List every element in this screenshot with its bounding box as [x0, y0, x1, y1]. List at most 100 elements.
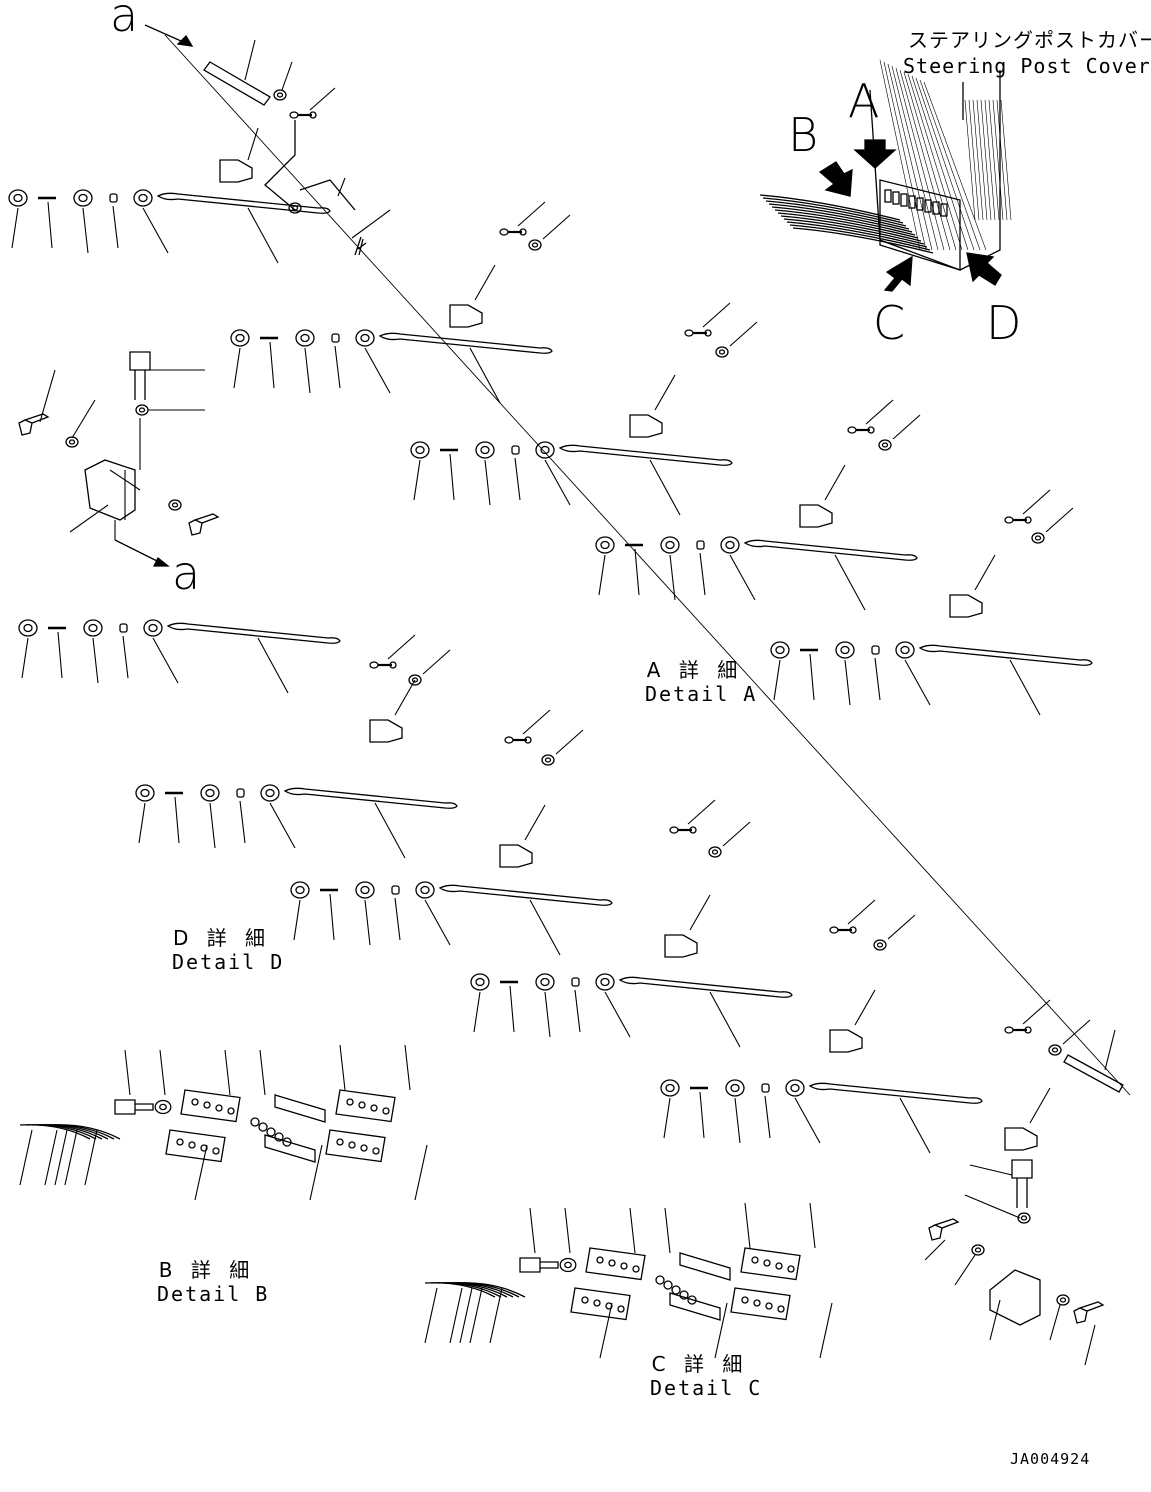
terminal-nut: [266, 1127, 276, 1137]
ball-joint: [849, 926, 857, 934]
ball-joint: [369, 661, 379, 669]
leader-line: [84, 1129, 98, 1186]
ref-mark-left: a: [172, 546, 201, 600]
terminal-nut: [663, 1280, 673, 1290]
washer-bore: [544, 757, 552, 763]
leader-line: [599, 1302, 613, 1359]
nut: [595, 536, 615, 554]
leader-line: [112, 205, 119, 249]
bolt: [664, 934, 698, 958]
connector-pin: [884, 189, 892, 203]
wire-harness: [777, 212, 919, 239]
leader-line: [387, 634, 416, 660]
washer: [528, 239, 542, 251]
leader-line: [1009, 659, 1041, 716]
leader-line: [209, 802, 216, 849]
terminal-hole: [203, 1101, 211, 1109]
pin-shaft: [203, 61, 271, 106]
detail-c-en: Detail C: [650, 1376, 763, 1400]
leader-line: [744, 1202, 751, 1249]
nut-bore: [540, 977, 550, 987]
nut-bore: [790, 1083, 800, 1093]
leader-line: [394, 897, 401, 941]
bolt: [519, 1257, 559, 1273]
leader-line: [904, 659, 931, 706]
leader-line: [424, 899, 451, 946]
bolt: [219, 159, 253, 183]
ball-joint: [704, 329, 712, 337]
terminal-nut: [258, 1122, 268, 1132]
column-hatch: [923, 81, 987, 251]
nut: [835, 641, 855, 659]
nut-bore: [78, 193, 88, 203]
detail-b-jp: B 詳 細: [158, 1258, 256, 1282]
column-hatch: [911, 75, 969, 251]
nut-bore: [235, 333, 245, 343]
wire-lead: [454, 1282, 526, 1298]
leader-line: [424, 1287, 438, 1344]
nut: [355, 881, 375, 899]
terminal-nut: [274, 1132, 284, 1142]
leader-line: [138, 802, 146, 844]
leader-line: [19, 1129, 33, 1186]
terminal-hole: [360, 1144, 368, 1152]
washer-bore: [974, 1247, 982, 1253]
nut: [143, 619, 163, 637]
cover-label-jp: ステアリングポストカバー: [908, 28, 1151, 52]
leader-line: [422, 649, 451, 675]
leader-line: [522, 709, 551, 735]
bolt: [949, 594, 983, 618]
washer-bore: [171, 502, 179, 508]
leader-line: [194, 1144, 208, 1201]
wire-harness: [768, 203, 910, 230]
column-hatch: [919, 79, 981, 251]
ball-joint: [689, 826, 697, 834]
ball-joint: [847, 426, 857, 434]
leader-line: [1049, 1304, 1061, 1341]
terminal-nut: [282, 1137, 292, 1147]
nut-bore: [140, 788, 150, 798]
leader-line: [233, 347, 241, 389]
leader-line: [809, 1202, 816, 1249]
washer-bore: [138, 407, 146, 413]
leader-line: [309, 1144, 323, 1201]
arrow-head: [152, 556, 170, 567]
leader-line: [699, 552, 706, 596]
leader-line: [669, 554, 676, 601]
washer-bore: [1051, 1047, 1059, 1053]
nut-bore: [23, 623, 33, 633]
ball-joint: [669, 826, 679, 834]
pin: [109, 193, 118, 203]
connector-pin: [924, 199, 932, 213]
ball-joint: [499, 228, 509, 236]
washer: [873, 939, 887, 951]
leader-line: [449, 1287, 463, 1344]
column-hatch: [976, 99, 988, 221]
leader-line: [1084, 1324, 1096, 1366]
leader-line: [484, 459, 491, 506]
leader-line: [663, 1097, 671, 1139]
column-hatch: [895, 67, 945, 251]
leader-line: [269, 341, 275, 389]
leader-line: [21, 637, 29, 679]
leader-line: [1062, 1019, 1091, 1045]
terminal-plate: [585, 1247, 646, 1281]
leader-line: [544, 459, 571, 506]
nut-bore: [13, 193, 23, 203]
nut: [535, 973, 555, 991]
nut: [720, 536, 740, 554]
ball-joint: [309, 111, 317, 119]
washer: [1048, 1044, 1062, 1056]
terminal-nut: [679, 1290, 689, 1300]
wire-harness: [765, 200, 907, 227]
washer: [1056, 1294, 1070, 1306]
wire-harness: [789, 224, 931, 251]
wire-harness: [780, 215, 922, 242]
terminal-hole: [346, 1098, 354, 1106]
view-letter-d: D: [986, 296, 1022, 350]
leader-line: [892, 414, 921, 440]
nut: [230, 329, 250, 347]
nut: [410, 441, 430, 459]
leader-line: [57, 631, 63, 679]
washer: [408, 674, 422, 686]
